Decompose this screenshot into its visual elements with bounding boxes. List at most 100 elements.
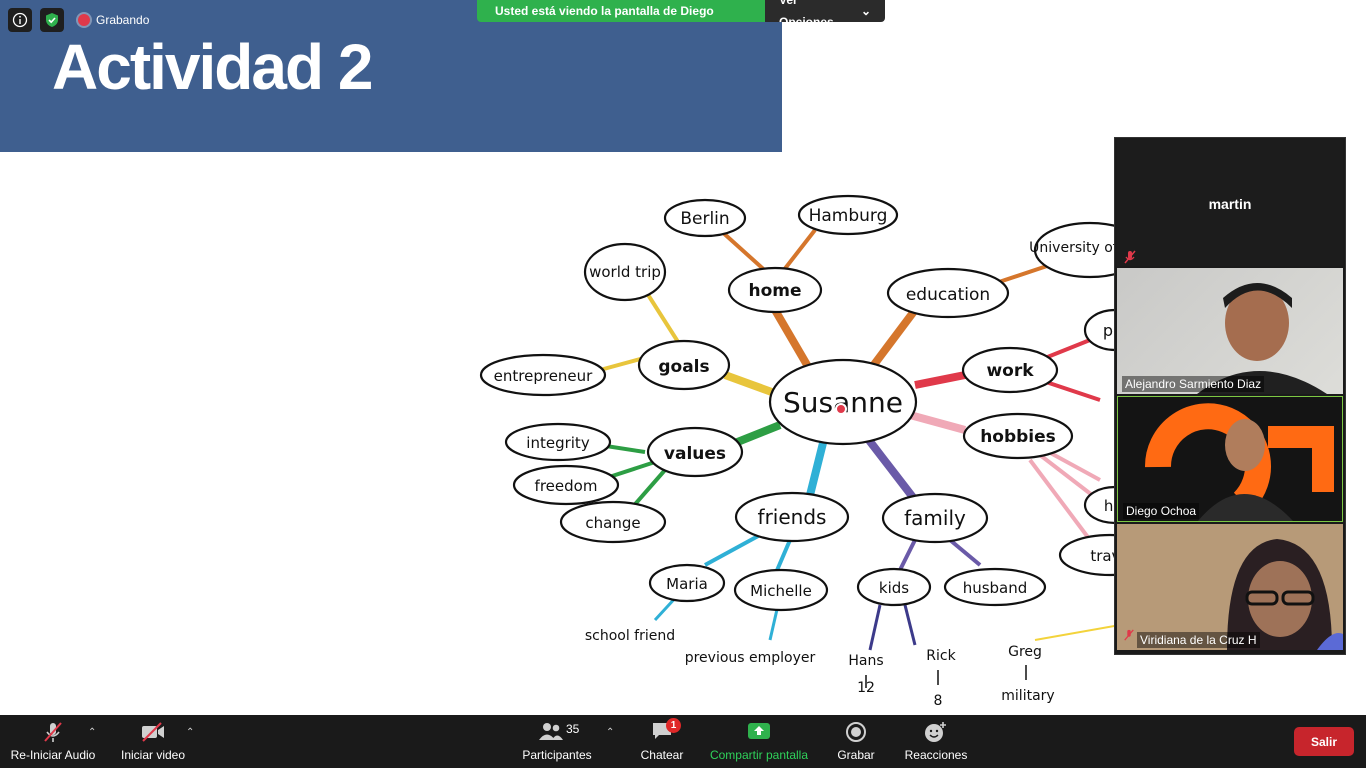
chat-label: Chatear	[640, 748, 684, 762]
share-screen-icon	[747, 721, 771, 744]
chat-button[interactable]: 1 Chatear	[634, 715, 690, 768]
reactions-label: Reacciones	[904, 748, 968, 762]
video-options-caret-icon[interactable]: ⌃	[186, 727, 195, 738]
participant-tile-martin[interactable]: martin	[1117, 140, 1343, 266]
node-work	[961, 346, 1059, 394]
slide-title: Actividad 2	[52, 31, 373, 103]
record-label: Grabar	[837, 748, 875, 762]
label-entrepreneur: entrepreneur	[494, 367, 594, 385]
label-freedom: freedom	[535, 477, 598, 495]
label-rick: Rick	[926, 648, 956, 664]
node-home	[727, 266, 823, 314]
muted-mic-icon	[1123, 250, 1137, 266]
label-husband: husband	[963, 579, 1028, 597]
node-center	[768, 358, 918, 446]
node-world-trip	[583, 242, 667, 302]
label-change: change	[585, 514, 640, 532]
view-options-button[interactable]: Ver Opciones ⌄	[765, 0, 885, 22]
chevron-down-icon: ⌄	[860, 4, 871, 18]
node-change	[559, 500, 667, 544]
mind-map: Susanne home Berlin Hamburg education Un…	[479, 194, 1120, 709]
screen-share-banner: Usted está viendo la pantalla de Diego O…	[477, 0, 885, 22]
audio-options-caret-icon[interactable]: ⌃	[88, 727, 97, 738]
node-hamburg	[797, 194, 899, 236]
label-work: work	[986, 361, 1034, 381]
participant-tile-viridiana[interactable]: Viridiana de la Cruz H	[1117, 524, 1343, 650]
label-rick-age: 8	[934, 693, 943, 709]
recording-indicator: Grabando	[78, 13, 149, 27]
participants-label: Participantes	[522, 748, 592, 762]
node-freedom	[512, 464, 620, 506]
video-off-icon	[140, 721, 166, 746]
label-education: education	[906, 285, 990, 305]
muted-mic-icon	[1123, 628, 1135, 646]
node-husband	[943, 567, 1047, 607]
label-friends: friends	[758, 505, 827, 529]
label-p-partial: p	[1103, 321, 1113, 340]
node-values	[646, 426, 744, 478]
record-button[interactable]: Grabar	[830, 715, 882, 768]
participant-tile-alejandro[interactable]: Alejandro Sarmiento Diaz	[1117, 268, 1343, 394]
security-shield-icon[interactable]	[40, 8, 64, 32]
reactions-button[interactable]: Reacciones	[902, 715, 970, 768]
label-berlin: Berlin	[680, 209, 729, 229]
label-kids: kids	[879, 579, 909, 597]
label-values: values	[664, 444, 726, 464]
muted-mic-icon	[42, 721, 64, 746]
label-previous-employer: previous employer	[685, 650, 816, 666]
node-berlin	[663, 198, 747, 238]
participant-tile-diego[interactable]: Diego Ochoa	[1117, 396, 1343, 522]
label-hamburg: Hamburg	[809, 206, 888, 226]
meeting-status-bar: Grabando	[8, 8, 149, 32]
mind-map-nodes	[479, 194, 1120, 612]
chat-icon: 1	[651, 718, 681, 744]
participants-icon: 35	[538, 721, 579, 744]
participant-name: Diego Ochoa	[1123, 503, 1200, 519]
label-world-trip: world trip	[589, 263, 661, 281]
chat-unread-badge: 1	[666, 718, 681, 733]
node-goals	[637, 339, 731, 391]
label-maria: Maria	[666, 575, 708, 593]
recording-label: Grabando	[96, 13, 150, 27]
label-family: family	[904, 506, 966, 530]
laser-pointer-icon	[835, 403, 847, 415]
meeting-toolbar: Re-Iniciar Audio ⌃ Iniciar video ⌃ 35 Pa…	[0, 715, 1366, 768]
info-icon[interactable]	[8, 8, 32, 32]
label-school-friend: school friend	[585, 628, 675, 644]
record-icon	[845, 721, 867, 746]
label-integrity: integrity	[526, 434, 590, 452]
participant-name: Alejandro Sarmiento Diaz	[1122, 376, 1265, 392]
participants-button[interactable]: 35 Participantes	[518, 715, 596, 768]
smiley-icon	[924, 721, 948, 746]
node-entrepreneur	[479, 353, 607, 397]
participant-video	[1197, 283, 1327, 394]
node-hobbies	[962, 412, 1074, 460]
video-button[interactable]: Iniciar video	[116, 715, 190, 768]
node-kids	[856, 567, 932, 607]
node-friends	[734, 491, 850, 543]
node-integrity	[504, 422, 612, 462]
node-travel-partial	[1058, 533, 1120, 577]
participant-name: Viridiana de la Cruz H	[1137, 632, 1260, 648]
mind-map-labels: Susanne home Berlin Hamburg education Un…	[494, 206, 1120, 709]
label-military: military	[1001, 688, 1054, 704]
recording-dot-icon	[78, 14, 90, 26]
participants-count: 35	[566, 722, 580, 736]
exit-meeting-button[interactable]: Salir	[1294, 727, 1354, 756]
label-home: home	[748, 281, 801, 301]
label-hans: Hans	[848, 653, 883, 669]
node-university	[1033, 221, 1120, 279]
label-hobbies: hobbies	[980, 427, 1056, 447]
audio-label: Re-Iniciar Audio	[10, 748, 96, 762]
label-michelle: Michelle	[750, 582, 812, 600]
view-options-label: Ver Opciones	[779, 0, 834, 22]
label-greg: Greg	[1008, 644, 1042, 660]
video-label: Iniciar video	[120, 748, 186, 762]
share-screen-button[interactable]: Compartir pantalla	[706, 715, 812, 768]
label-travel-partial: trave	[1090, 547, 1120, 565]
share-banner-text: Usted está viendo la pantalla de Diego O…	[477, 0, 765, 22]
audio-button[interactable]: Re-Iniciar Audio	[6, 715, 100, 768]
node-michelle	[733, 568, 829, 612]
label-goals: goals	[658, 357, 709, 377]
participants-options-caret-icon[interactable]: ⌃	[606, 727, 615, 738]
